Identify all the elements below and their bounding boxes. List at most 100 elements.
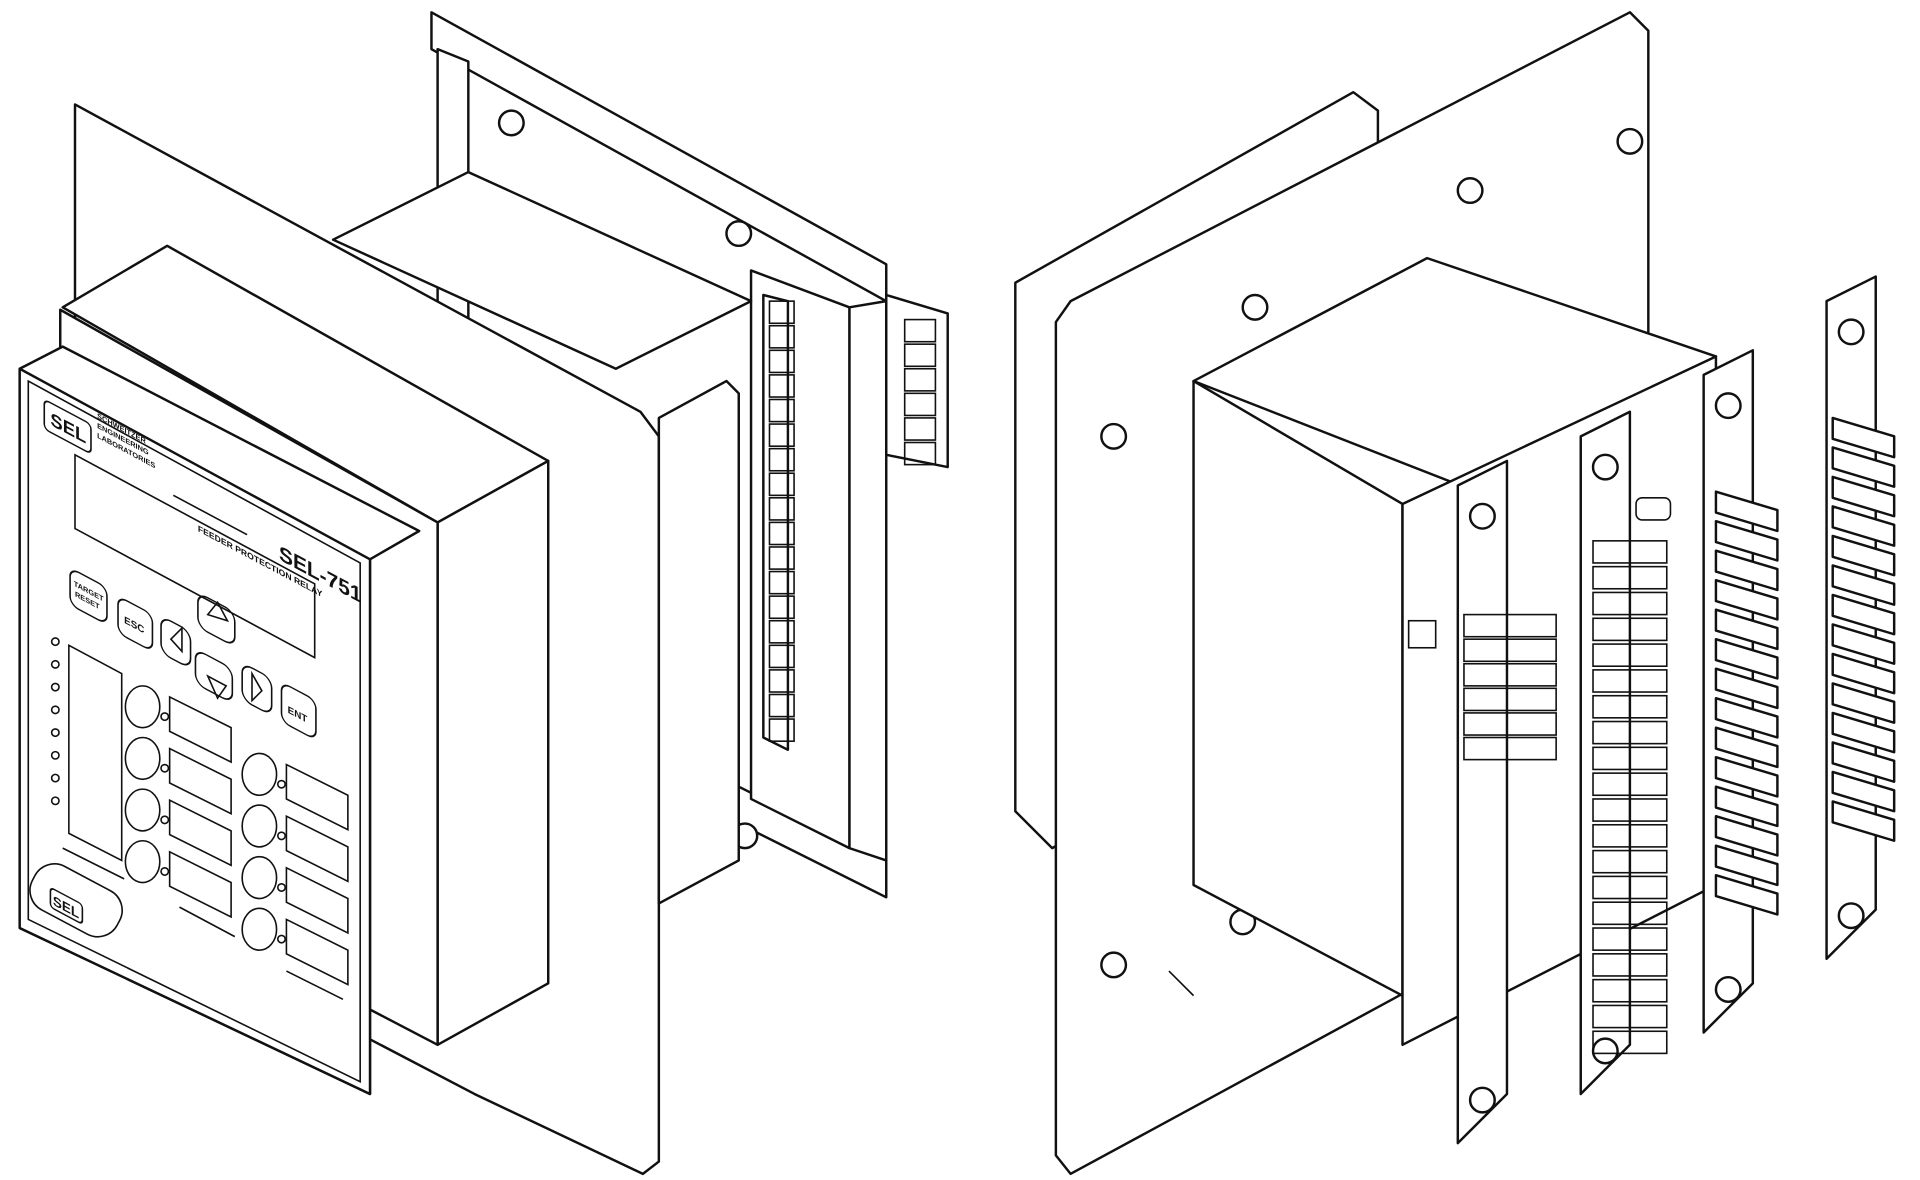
terminal [1463,736,1557,761]
pushbutton-label-area [168,747,232,816]
terminal [1592,617,1668,642]
terminal [768,521,795,546]
serial-port[interactable] [1635,497,1672,521]
terminal [1714,755,1779,798]
pushbutton-label-area [285,866,349,935]
pushbutton-cap [124,788,161,832]
terminal [1714,873,1779,916]
rear-relay-view [1014,11,1896,1176]
terminal [768,669,795,693]
terminal [1592,798,1668,822]
up-arrow-button[interactable] [197,593,236,647]
terminal [1831,682,1896,724]
nut-icon [1468,502,1496,530]
nut-icon [1837,318,1865,346]
terminal [768,398,795,423]
nut-icon [1591,1037,1619,1065]
led-icon [50,705,60,715]
terminal [1592,1030,1668,1055]
nut-icon [725,220,753,248]
pushbutton[interactable] [241,855,349,935]
terminal-strip [768,300,937,742]
led-icon [50,682,60,692]
pushbutton[interactable] [124,685,232,764]
terminal-blocks [1463,416,1896,1055]
nuts [1100,127,1644,979]
terminal [768,300,795,325]
pushbutton-cap [241,752,278,797]
nut-icon [1591,453,1619,481]
led-icon [50,637,60,647]
terminal [768,570,795,595]
terminal [768,619,795,644]
led-icon [50,773,60,783]
right-arrow-button[interactable] [241,663,273,716]
terminal [1592,720,1668,745]
terminal [1714,814,1779,857]
ethernet-port[interactable] [1407,619,1437,649]
nut-icon [1100,951,1128,979]
terminal [903,417,937,441]
terminal [1592,849,1668,874]
terminal [1592,875,1668,900]
led-icon [50,728,60,738]
terminal [903,392,937,417]
led-icon [50,659,60,669]
terminal [768,546,795,570]
terminal [1831,652,1896,695]
pushbutton[interactable] [241,804,349,883]
terminal [1592,901,1668,926]
terminal [768,644,795,669]
terminal [1592,746,1668,771]
pushbutton[interactable] [124,736,232,816]
nut-icon [1468,1086,1496,1114]
pushbutton[interactable] [124,788,232,867]
pushbutton[interactable] [241,907,349,986]
terminal [903,367,937,392]
pushbutton[interactable] [241,752,349,831]
terminal [768,472,795,497]
terminal [1714,637,1779,680]
left-arrow-button[interactable] [160,616,192,669]
terminal [768,718,795,742]
nut-icon [497,109,525,137]
terminal [1831,446,1896,488]
down-arrow-button[interactable] [194,649,234,703]
terminal [1463,687,1557,712]
terminal [768,324,795,349]
terminal [1714,549,1779,592]
pushbutton-label-area [285,814,349,883]
rail [1579,410,1632,1096]
pushbuttons [124,685,349,986]
terminal [1831,416,1896,459]
led-icon [160,815,170,825]
pushbutton-label-area [285,763,349,831]
terminal [1592,669,1668,693]
terminal [1714,490,1779,533]
terminal [1714,726,1779,769]
terminal [768,423,795,447]
pushbutton[interactable] [124,839,232,919]
led-icon [277,831,286,841]
front-relay-view: SEL SCHWEITZER ENGINEERING LABORATORIES … [18,11,949,1176]
target-leds [50,637,60,806]
terminal [768,447,795,472]
led-icon [277,882,286,892]
rail [1456,459,1509,1145]
led-icon [50,750,60,760]
pushbutton-cap [124,685,161,729]
case-side [436,459,550,1047]
target-label-area [68,643,123,862]
lcd-display [74,453,316,659]
pushbutton-cap [124,839,161,884]
terminal [1592,953,1668,977]
terminal [1592,772,1668,797]
nut-icon [1456,177,1484,205]
terminal [1463,712,1557,736]
pushbutton-label-area [285,918,349,986]
terminal [1831,475,1896,518]
terminal [768,595,795,620]
led-icon [160,866,170,876]
terminal [1463,662,1557,687]
terminal [1831,741,1896,783]
